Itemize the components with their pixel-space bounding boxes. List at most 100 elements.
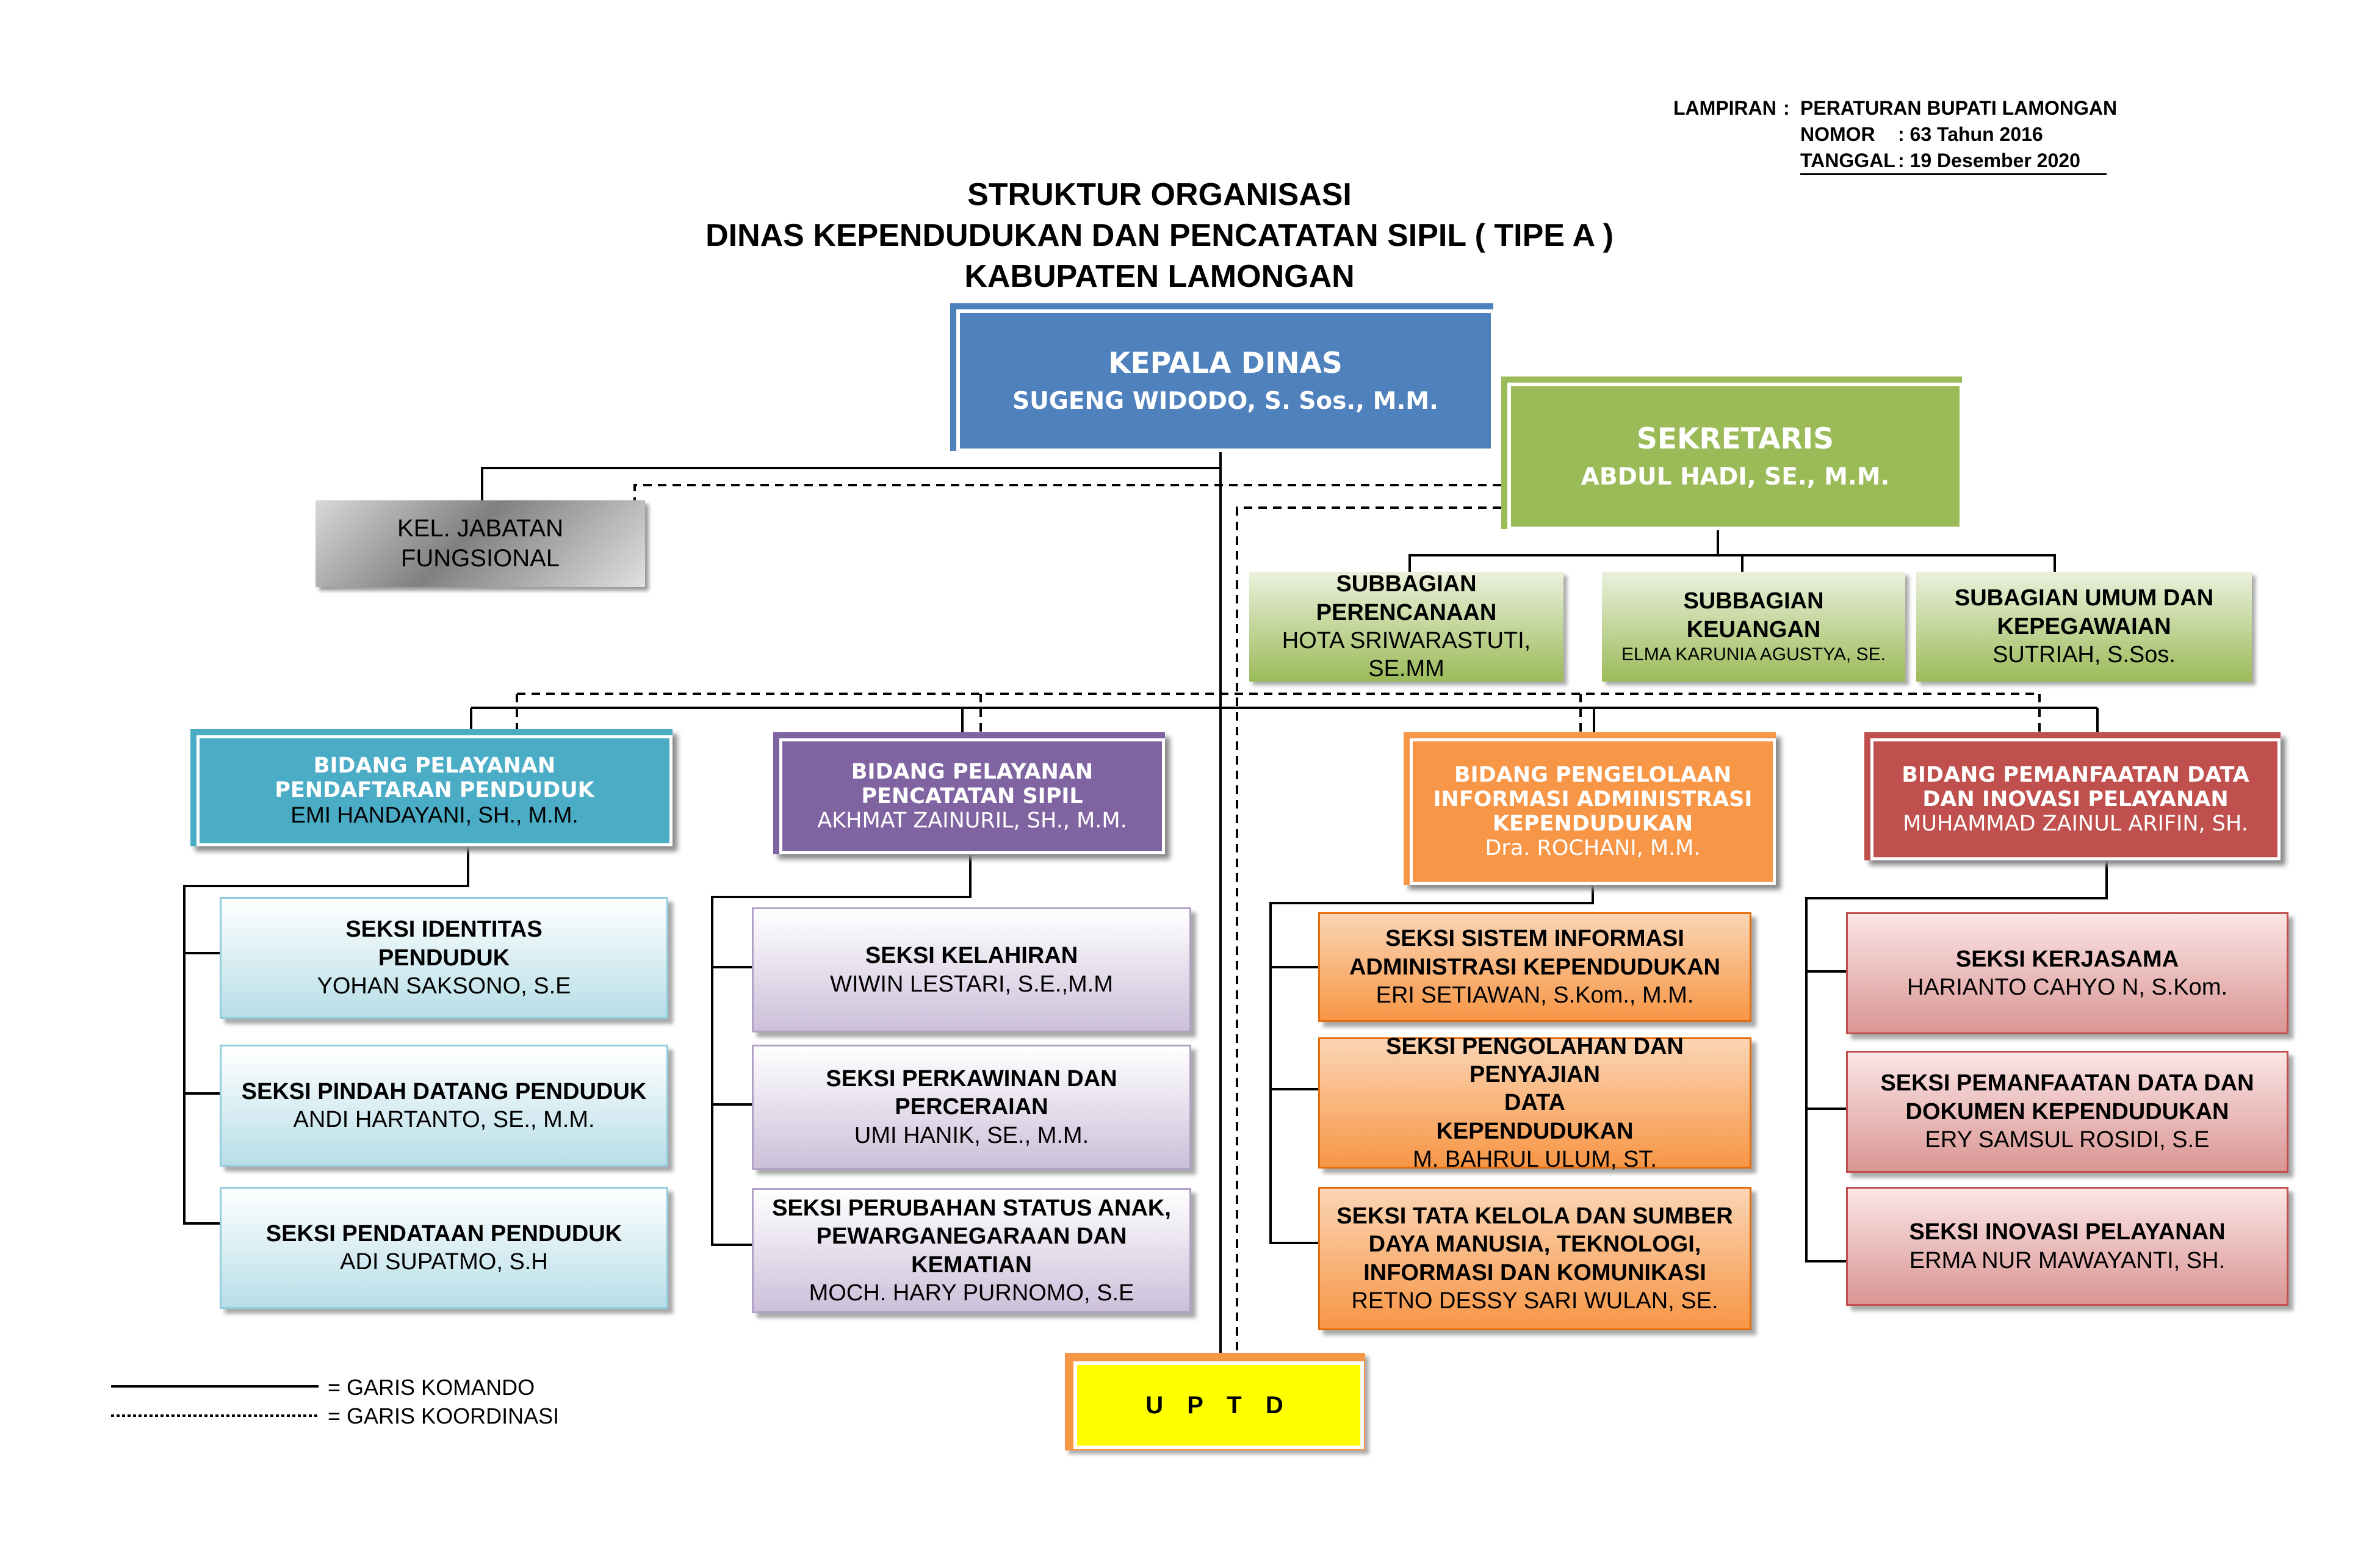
seksi-name: MOCH. HARY PURNOMO, S.E (809, 1280, 1134, 1306)
bidang-label-2: INFORMASI ADMINISTRASI (1433, 787, 1753, 812)
subbagian-keuangan-box: SUBBAGIAN KEUANGAN ELMA KARUNIA AGUSTYA,… (1602, 572, 1905, 682)
seksi-label-1: SEKSI TATA KELOLA DAN SUMBER (1336, 1203, 1733, 1229)
seksi-pindah-datang-box: SEKSI PINDAH DATANG PENDUDUK ANDI HARTAN… (220, 1045, 668, 1167)
bidang-pencatatan-sipil-box: BIDANG PELAYANAN PENCATATAN SIPIL AKHMAT… (773, 732, 1165, 854)
seksi-tata-kelola-box: SEKSI TATA KELOLA DAN SUMBER DAYA MANUSI… (1318, 1187, 1751, 1330)
tanggal-row: TANGGAL : 19 Desember 2020 (1800, 148, 2107, 175)
seksi-name: YOHAN SAKSONO, S.E (317, 973, 571, 1000)
subbagian-name: HOTA SRIWARASTUTI, SE.MM (1282, 628, 1531, 682)
bidang-name: AKHMAT ZAINURIL, SH., M.M. (817, 809, 1127, 833)
bidang-pemanfaatan-data-box: BIDANG PEMANFAATAN DATA DAN INOVASI PELA… (1864, 732, 2281, 860)
bidang-name: MUHAMMAD ZAINUL ARIFIN, SH. (1903, 812, 2248, 836)
seksi-label-1: SEKSI PINDAH DATANG PENDUDUK (241, 1078, 647, 1104)
subbagian-perencanaan-box: SUBBAGIAN PERENCANAAN HOTA SRIWARASTUTI,… (1249, 571, 1563, 682)
seksi-label-1: SEKSI PENDATAAN PENDUDUK (265, 1220, 622, 1247)
subbagian-label-1: SUBBAGIAN (1336, 571, 1477, 597)
tanggal-value: : 19 Desember 2020 (1898, 149, 2080, 171)
seksi-pengolahan-penyajian-box: SEKSI PENGOLAHAN DAN PENYAJIAN DATA KEPE… (1318, 1034, 1751, 1172)
seksi-name: WIWIN LESTARI, S.E.,M.M (830, 971, 1113, 997)
sekretaris-box: SEKRETARIS ABDUL HADI, SE., M.M. (1501, 376, 1963, 530)
kepala-dinas-box: KEPALA DINAS SUGENG WIDODO, S. Sos., M.M… (950, 303, 1495, 452)
kel-jabatan-fungsional-box: KEL. JABATAN FUNGSIONAL (316, 500, 645, 587)
komando-line-subbagian-bar (1408, 554, 2056, 572)
seksi-label-2: PENDUDUK (378, 945, 510, 971)
kel-jabatan-line-2: FUNGSIONAL (400, 545, 560, 572)
komando-line-seksi-col2 (711, 854, 972, 1246)
seksi-name: UMI HANIK, SE., M.M. (854, 1122, 1089, 1148)
seksi-label-1: SEKSI PERKAWINAN DAN (826, 1065, 1117, 1092)
seksi-label-1: SEKSI PEMANFAATAN DATA DAN (1880, 1070, 2254, 1097)
kel-jabatan-line-1: KEL. JABATAN (397, 515, 563, 542)
seksi-label-2: DAYA MANUSIA, TEKNOLOGI, (1368, 1231, 1701, 1258)
seksi-label-1: SEKSI KELAHIRAN (865, 943, 1078, 969)
bidang-pengelolaan-informasi-box: BIDANG PENGELOLAAN INFORMASI ADMINISTRAS… (1404, 732, 1776, 885)
title-line-3: KABUPATEN LAMONGAN (964, 259, 1355, 294)
bidang-name: Dra. ROCHANI, M.M. (1485, 836, 1701, 860)
seksi-label-3: KEPENDUDUKAN (1436, 1118, 1634, 1144)
seksi-pendataan-penduduk-box: SEKSI PENDATAAN PENDUDUK ADI SUPATMO, S.… (220, 1187, 668, 1309)
subbagian-label-2: KEPEGAWAIAN (1997, 613, 2171, 639)
komando-line-fungsional (481, 467, 1221, 500)
bidang-label-3: KEPENDUDUKAN (1492, 812, 1693, 836)
koordinasi-line-uptd (1236, 506, 1501, 1353)
seksi-name: ADI SUPATMO, S.H (340, 1249, 548, 1275)
sekretaris-label: SEKRETARIS (1637, 422, 1834, 456)
subbagian-name: ELMA KARUNIA AGUSTYA, SE. (1621, 644, 1886, 665)
seksi-label-1: SEKSI KERJASAMA (1955, 946, 2179, 972)
seksi-inovasi-pelayanan-box: SEKSI INOVASI PELAYANAN ERMA NUR MAWAYAN… (1846, 1187, 2288, 1306)
subbagian-umum-kepegawaian-box: SUBAGIAN UMUM DAN KEPEGAWAIAN SUTRIAH, S… (1916, 572, 2252, 682)
subbagian-label-2: PERENCANAAN (1316, 599, 1497, 625)
subbagian-label-1: SUBAGIAN UMUM DAN (1954, 585, 2214, 611)
sekretaris-name: ABDUL HADI, SE., M.M. (1581, 463, 1890, 491)
uptd-box: U P T D (1065, 1353, 1365, 1450)
seksi-pemanfaatan-data-box: SEKSI PEMANFAATAN DATA DAN DOKUMEN KEPEN… (1846, 1051, 2288, 1173)
seksi-kelahiran-box: SEKSI KELAHIRAN WIWIN LESTARI, S.E.,M.M (752, 907, 1191, 1032)
kepala-dinas-name: SUGENG WIDODO, S. Sos., M.M. (1012, 387, 1438, 415)
seksi-label-2: DATA (1504, 1090, 1565, 1116)
seksi-name: M. BAHRUL ULUM, ST. (1413, 1147, 1657, 1173)
seksi-label-2: PERCERAIAN (895, 1094, 1048, 1120)
seksi-label-3: INFORMASI DAN KOMUNIKASI (1363, 1259, 1706, 1286)
title-line-2: DINAS KEPENDUDUKAN DAN PENCATATAN SIPIL … (705, 218, 1614, 253)
seksi-name: ERI SETIAWAN, S.Kom., M.M. (1376, 982, 1694, 1009)
seksi-name: HARIANTO CAHYO N, S.Kom. (1906, 974, 2228, 1000)
koordinasi-line-fungsional (633, 484, 1501, 500)
seksi-kerjasama-box: SEKSI KERJASAMA HARIANTO CAHYO N, S.Kom. (1846, 912, 2288, 1034)
legend-komando-label: = GARIS KOMANDO (328, 1375, 535, 1400)
seksi-name: RETNO DESSY SARI WULAN, SE. (1351, 1288, 1718, 1314)
seksi-perubahan-status-anak-box: SEKSI PERUBAHAN STATUS ANAK, PEWARGANEGA… (752, 1188, 1191, 1313)
title-line-1: STRUKTUR ORGANISASI (967, 177, 1352, 212)
bidang-label-2: PENCATATAN SIPIL (861, 784, 1083, 809)
nomor-value: : 63 Tahun 2016 (1898, 123, 2043, 145)
seksi-label-2: PEWARGANEGARAAN DAN KEMATIAN (816, 1223, 1127, 1278)
seksi-name: ERY SAMSUL ROSIDI, S.E (1925, 1127, 2210, 1153)
bidang-label-1: BIDANG PENGELOLAAN (1454, 763, 1732, 787)
lampiran-colon: : (1783, 97, 1790, 119)
seksi-label-1: SEKSI SISTEM INFORMASI (1385, 926, 1684, 952)
kepala-dinas-label: KEPALA DINAS (1108, 346, 1343, 380)
bidang-label-1: BIDANG PELAYANAN (851, 760, 1094, 784)
seksi-label-1: SEKSI INOVASI PELAYANAN (1909, 1219, 2226, 1245)
lampiran-value: PERATURAN BUPATI LAMONGAN (1800, 97, 2118, 119)
seksi-label-1: SEKSI PENGOLAHAN DAN PENYAJIAN (1386, 1033, 1684, 1087)
nomor-label: NOMOR (1800, 123, 1875, 145)
komando-line-seksi-col4 (1805, 860, 2108, 1262)
komando-line-seksi-col1 (183, 846, 469, 1225)
subbagian-label-2: KEUANGAN (1686, 616, 1821, 643)
lampiran-label: LAMPIRAN (1673, 97, 1776, 119)
bidang-label-1: BIDANG PELAYANAN (313, 754, 556, 778)
tanggal-label: TANGGAL (1800, 149, 1895, 171)
seksi-label-2: DOKUMEN KEPENDUDUKAN (1905, 1098, 2229, 1125)
subbagian-name: SUTRIAH, S.Sos. (1992, 642, 2176, 668)
bidang-label-1: BIDANG PEMANFAATAN DATA (1902, 763, 2249, 787)
bidang-label-2: DAN INOVASI PELAYANAN (1922, 787, 2229, 812)
seksi-name: ERMA NUR MAWAYANTI, SH. (1909, 1247, 2226, 1273)
seksi-label-2: ADMINISTRASI KEPENDUDUKAN (1349, 954, 1721, 980)
seksi-label-1: SEKSI IDENTITAS (345, 917, 543, 943)
seksi-perkawinan-perceraian-box: SEKSI PERKAWINAN DAN PERCERAIAN UMI HANI… (752, 1045, 1191, 1170)
bidang-label-2: PENDAFTARAN PENDUDUK (275, 778, 594, 802)
seksi-sistem-informasi-box: SEKSI SISTEM INFORMASI ADMINISTRASI KEPE… (1318, 912, 1751, 1022)
subbagian-label-1: SUBBAGIAN (1683, 588, 1824, 614)
seksi-name: ANDI HARTANTO, SE., M.M. (293, 1107, 595, 1133)
